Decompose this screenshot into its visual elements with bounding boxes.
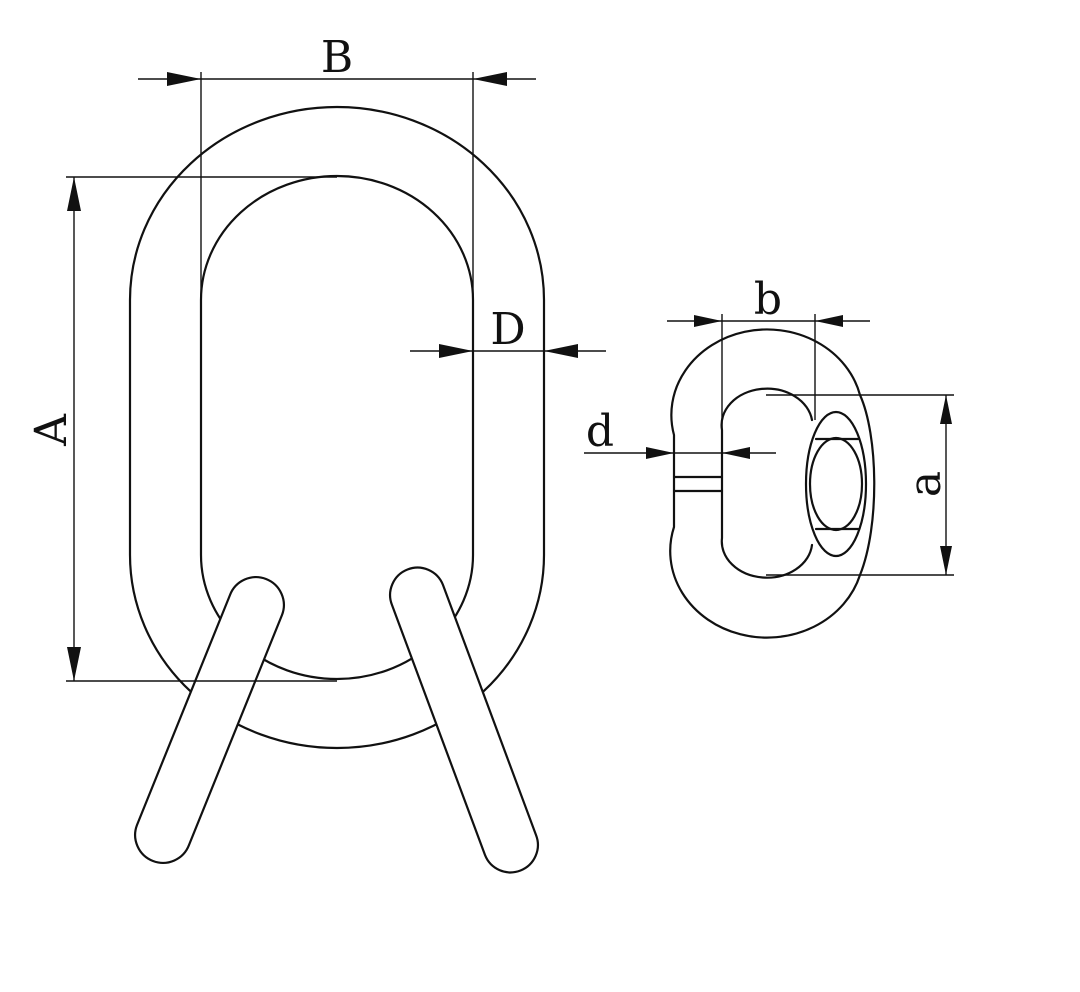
sub-link-masks [135, 567, 538, 873]
dim-b-arrow-left [167, 72, 201, 86]
dimension-a-lower-length: a [766, 394, 954, 576]
dim-d-small-arrow-right [722, 447, 750, 459]
dim-b-arrow-right [473, 72, 507, 86]
master-link-drawing [128, 105, 546, 874]
dim-label-D: D [490, 304, 525, 355]
dim-label-B: B [321, 32, 353, 83]
master-link-outer-contour [128, 105, 546, 750]
connecting-link-outer-contour [669, 328, 876, 639]
dim-label-b: b [754, 274, 782, 325]
dim-label-a: a [900, 471, 951, 497]
connecting-link-drawing [669, 328, 876, 639]
dimension-d-upper-diameter: D [410, 304, 606, 358]
right-sub-link-rod [389, 566, 539, 874]
left-sub-link-rod [134, 576, 285, 864]
dimension-a-upper-length: A [26, 176, 337, 682]
dim-d-small-arrow-left [646, 447, 674, 459]
dim-a-small-arrow-bottom [940, 546, 952, 575]
dim-b-small-arrow-right [815, 315, 843, 327]
dim-a-arrow-bottom [67, 647, 81, 681]
dimension-b-lower-width: b [667, 274, 870, 430]
connecting-link-eye-inner [808, 436, 864, 532]
dim-d-arrow-left [439, 344, 473, 358]
dimension-d-lower-diameter: d [584, 406, 776, 459]
connecting-link-inner-contour [720, 387, 814, 579]
connecting-link-cross-section [804, 410, 868, 558]
dim-d-arrow-right [544, 344, 578, 358]
dim-label-A: A [26, 413, 77, 447]
dim-a-small-arrow-top [940, 395, 952, 424]
dim-b-small-arrow-left [694, 315, 722, 327]
dim-label-d: d [586, 406, 614, 457]
dim-a-arrow-top [67, 177, 81, 211]
dimension-b-upper-width: B [138, 32, 536, 300]
